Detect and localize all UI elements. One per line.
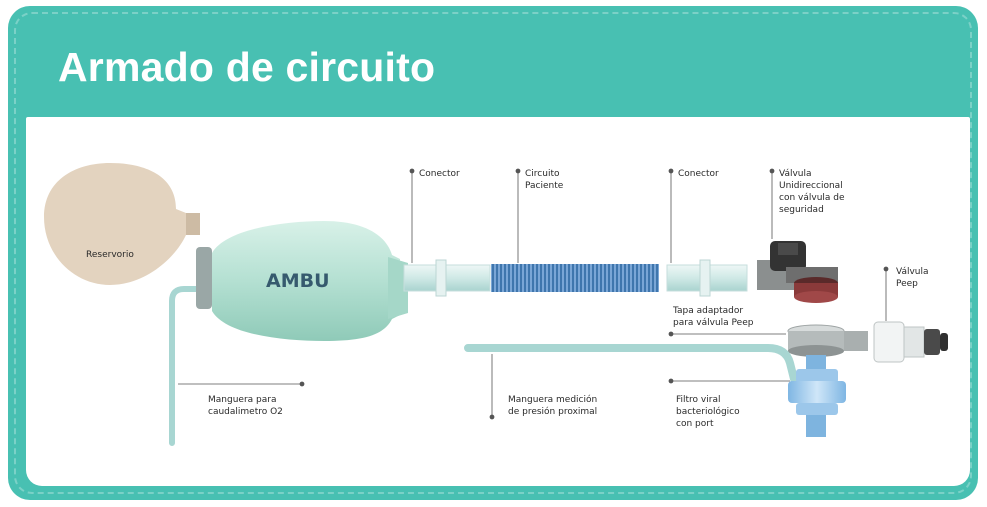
unidirectional-valve xyxy=(757,241,838,303)
label-conector-2: Conector xyxy=(678,169,719,179)
page-title: Armado de circuito xyxy=(58,44,436,90)
peep-adapter-cap xyxy=(787,324,868,357)
label-circuito-paciente: Circuito Paciente xyxy=(525,169,564,191)
label-manguera-medicion: Manguera medición de presión proximal xyxy=(508,394,600,417)
ambu-bag xyxy=(196,221,408,341)
circuit-diagram: Reservorio AMBU xyxy=(44,163,948,446)
frame-dashed-border xyxy=(14,12,972,494)
leader-lines xyxy=(178,168,889,420)
label-valvula-unidireccional: Válvula Unidireccional con válvula de se… xyxy=(779,169,847,215)
label-reservorio: Reservorio xyxy=(86,250,134,260)
label-tapa-adaptador: Tapa adaptador para válvula Peep xyxy=(672,306,754,328)
proximal-pressure-hose xyxy=(464,344,798,383)
reservoir-bag xyxy=(44,163,200,285)
label-conector-1: Conector xyxy=(419,169,460,179)
tube-segment-2 xyxy=(666,259,748,297)
diagram-panel: Reservorio AMBU xyxy=(26,117,970,486)
patient-circuit-tube xyxy=(491,264,659,292)
label-filtro-viral: Filtro viral bacteriológico con port xyxy=(676,395,743,429)
viral-filter xyxy=(788,355,846,437)
label-ambu: AMBU xyxy=(266,270,330,292)
oxygen-hose xyxy=(169,286,207,446)
label-manguera-caudalimetro: Manguera para caudalimetro O2 xyxy=(208,395,283,417)
label-valvula-peep: Válvula Peep xyxy=(896,267,931,289)
peep-valve xyxy=(873,321,948,363)
tube-segment-1 xyxy=(403,259,491,297)
